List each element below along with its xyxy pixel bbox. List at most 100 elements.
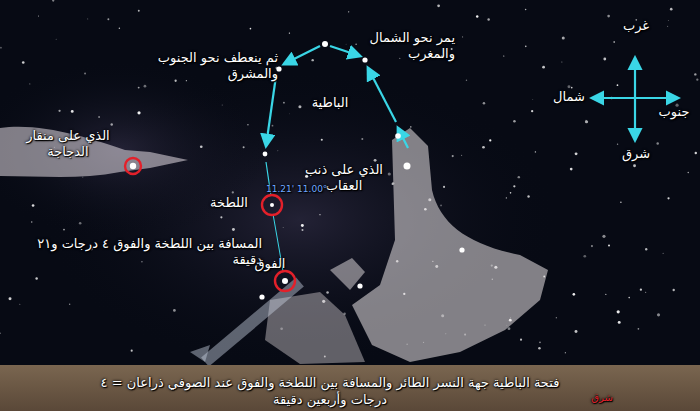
star: [583, 255, 586, 258]
compass-east: شرق: [612, 146, 660, 162]
star: [22, 61, 25, 64]
milky-way: [0, 60, 270, 240]
star: [362, 57, 367, 62]
star: [326, 291, 329, 294]
star: [319, 214, 320, 215]
star: [443, 186, 445, 188]
star: [571, 87, 573, 89]
star: [613, 41, 615, 43]
star: [87, 18, 89, 20]
star: [138, 10, 140, 12]
star: [513, 120, 516, 123]
direction-mark: شرق: [582, 392, 622, 405]
star: [138, 87, 140, 89]
star: [513, 185, 515, 187]
star: [645, 292, 646, 293]
star: [688, 172, 689, 173]
star: [137, 111, 140, 114]
route-arrow: [266, 76, 276, 146]
compass-axis: [592, 97, 678, 99]
star: [221, 104, 223, 106]
star: [437, 4, 440, 7]
star: [277, 150, 279, 152]
route-arrow: [368, 68, 396, 122]
star: [487, 18, 489, 20]
star: [638, 328, 640, 330]
star: [31, 221, 32, 222]
route-note: ثم ينعطف نحو الجنوب والمشرق: [128, 50, 278, 83]
star: [361, 138, 363, 140]
star: [110, 123, 112, 125]
star: [250, 28, 252, 30]
star: [466, 79, 467, 80]
star: [119, 28, 120, 29]
star: [399, 58, 400, 59]
star: [673, 289, 675, 291]
star: [404, 163, 411, 170]
star: [348, 11, 349, 12]
star: [575, 152, 578, 155]
star: [259, 294, 264, 299]
highlight-circles: [125, 158, 295, 291]
star: [567, 85, 570, 88]
key-stars: [130, 41, 465, 300]
star-field: [0, 0, 699, 357]
star: [570, 168, 573, 171]
star: [531, 110, 533, 112]
star: [395, 133, 401, 139]
star: [459, 247, 464, 252]
star: [525, 46, 527, 48]
star: [63, 229, 65, 231]
star: [667, 26, 668, 27]
star: [84, 73, 86, 75]
star: [508, 327, 511, 330]
caption: فتحة الباطية جهة النسر الطائر والمسافة ب…: [90, 374, 570, 409]
star: [144, 85, 147, 88]
star: [322, 41, 328, 47]
star: [539, 341, 541, 343]
star: [79, 222, 82, 225]
star: [282, 278, 288, 284]
star: [628, 297, 630, 299]
star: [645, 248, 647, 250]
star: [510, 192, 512, 194]
star-name: الباطية: [300, 95, 360, 111]
star: [562, 36, 565, 39]
star: [565, 352, 566, 353]
star: [282, 226, 284, 228]
star-name: اللطخة: [200, 195, 258, 211]
star: [542, 66, 545, 69]
star: [640, 289, 642, 291]
star: [283, 102, 285, 104]
star: [667, 19, 669, 21]
star: [173, 309, 176, 312]
star: [561, 61, 563, 63]
highlight-circle: [275, 271, 295, 291]
star: [200, 145, 203, 148]
star: [476, 15, 478, 17]
star: [518, 176, 520, 178]
star: [535, 151, 536, 152]
star: [585, 120, 588, 123]
star: [617, 144, 618, 145]
star: [388, 172, 391, 175]
star: [695, 152, 697, 154]
star: [357, 283, 362, 288]
star: [298, 105, 301, 108]
star: [440, 204, 442, 206]
star: [532, 99, 534, 101]
star: [263, 152, 268, 157]
star: [527, 195, 529, 197]
route-arrow: [284, 46, 320, 64]
star: [617, 310, 620, 313]
star: [289, 32, 290, 33]
star-name: الفوق: [246, 256, 294, 272]
star: [633, 164, 636, 167]
star: [482, 146, 485, 149]
star: [35, 277, 37, 279]
star: [603, 58, 606, 61]
swan-figure: [0, 127, 188, 177]
star: [29, 83, 30, 84]
star: [575, 330, 578, 333]
star: [503, 55, 504, 56]
